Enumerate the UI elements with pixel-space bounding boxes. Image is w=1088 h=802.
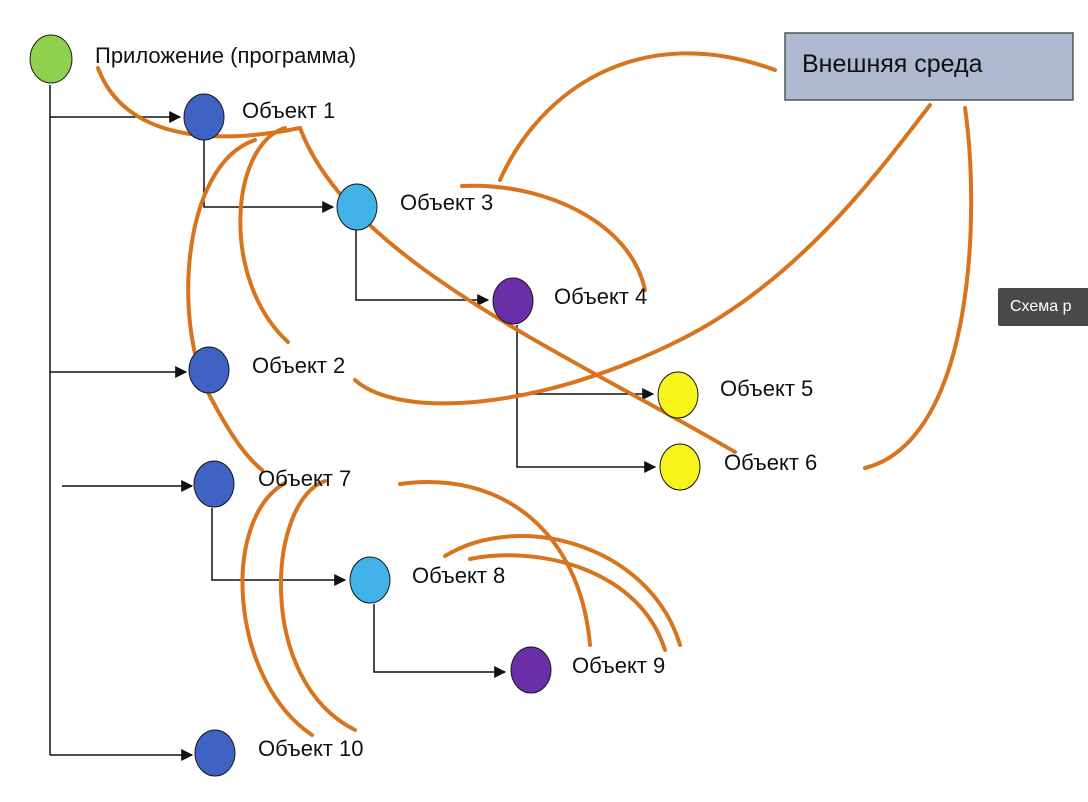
relation-curve: [443, 534, 682, 647]
nodes: [29, 34, 701, 777]
object-label-3: Объект 3: [400, 190, 493, 215]
relation-curve: [353, 103, 932, 406]
relation-curve: [278, 479, 357, 732]
object-node-4: [492, 277, 534, 325]
tooltip: Схема р: [998, 288, 1088, 326]
object-label-2: Объект 2: [252, 353, 345, 378]
object-node-1: [183, 93, 225, 141]
object-node-5: [657, 371, 699, 419]
relation-curve: [240, 481, 314, 737]
connector-obj3-obj4: [355, 230, 490, 306]
object-label-7: Объект 7: [258, 466, 351, 491]
object-label-10: Объект 10: [258, 736, 364, 761]
object-node-7: [193, 460, 235, 508]
connector-obj8-obj9: [373, 604, 507, 678]
relation-curves: [96, 51, 974, 737]
relation-curve: [298, 126, 737, 454]
object-node-2: [188, 346, 230, 394]
external-environment-box: Внешняя среда: [784, 32, 1074, 101]
relation-curve: [498, 51, 777, 182]
object-label-8: Объект 8: [412, 563, 505, 588]
environment-box-rect: [784, 32, 1074, 101]
root-node: [29, 34, 73, 84]
object-label-5: Объект 5: [720, 376, 813, 401]
object-label-4: Объект 4: [554, 284, 647, 309]
relation-curve: [238, 126, 290, 344]
relation-curve: [468, 553, 667, 652]
connector-obj4-obj6: [516, 394, 657, 473]
object-node-10: [194, 729, 236, 777]
connector-obj7-obj8: [211, 508, 347, 586]
hierarchy-connectors: [49, 85, 657, 761]
object-label-1: Объект 1: [242, 98, 335, 123]
relation-curve: [186, 138, 264, 472]
object-node-6: [659, 443, 701, 491]
relation-curve: [863, 106, 974, 470]
object-label-6: Объект 6: [724, 450, 817, 475]
object-label-9: Объект 9: [572, 653, 665, 678]
environment-label: Внешняя среда: [802, 50, 983, 78]
relation-curve: [96, 66, 302, 139]
node-labels: Приложение (программа) Объект 1 Объект 2…: [95, 43, 817, 761]
relation-curve: [398, 480, 592, 647]
object-node-9: [510, 646, 552, 694]
connector-obj1-obj3: [203, 140, 335, 213]
relation-curve: [460, 183, 647, 292]
object-node-3: [336, 183, 378, 231]
object-node-8: [349, 556, 391, 604]
root-label: Приложение (программа): [95, 43, 356, 68]
